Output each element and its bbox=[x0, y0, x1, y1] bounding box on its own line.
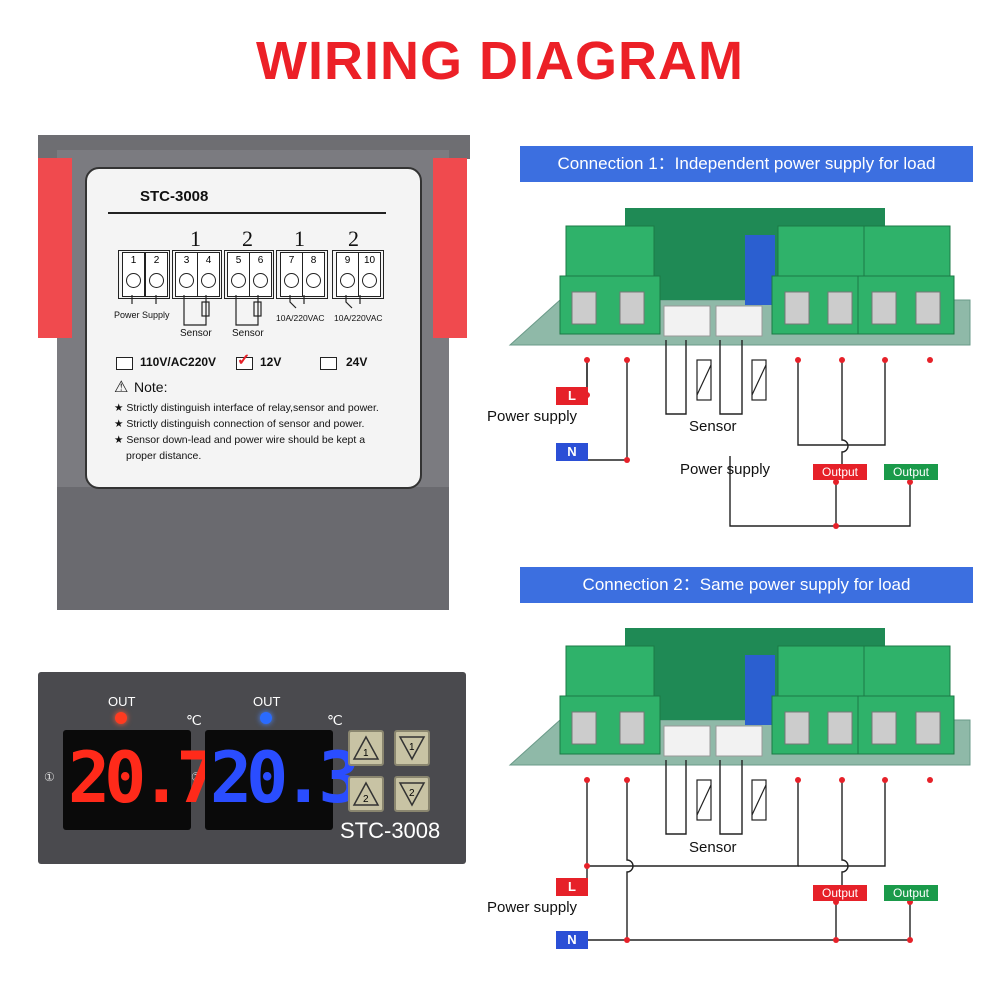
check-mark-icon: ✓ bbox=[237, 352, 251, 369]
line-tag-L: L bbox=[556, 387, 588, 405]
label-model: STC-3008 bbox=[140, 188, 209, 205]
note-line: ★ Strictly distinguish connection of sen… bbox=[114, 418, 365, 430]
unit-celsius-2: ℃ bbox=[327, 712, 343, 728]
label-sensor-1: Sensor bbox=[180, 328, 212, 339]
display-2 bbox=[205, 730, 333, 830]
group-number: 2 bbox=[242, 226, 253, 251]
output-tag-red: Output bbox=[813, 464, 867, 480]
svg-text:2: 2 bbox=[363, 794, 369, 805]
terminal-group-sensor2 bbox=[224, 250, 274, 299]
label-relay-1: 10A/220VAC bbox=[276, 313, 325, 323]
output-tag-red: Output bbox=[813, 885, 867, 901]
label-relay-2: 10A/220VAC bbox=[334, 313, 383, 323]
left-mounting-clip bbox=[38, 158, 72, 338]
svg-text:1: 1 bbox=[409, 742, 415, 753]
output-tag-green: Output bbox=[884, 464, 938, 480]
out-label-2: OUT bbox=[253, 694, 281, 709]
out-indicator-red bbox=[115, 712, 127, 724]
up-arrow-icon: 2 bbox=[352, 781, 380, 806]
terminal: 1 bbox=[122, 252, 145, 297]
terminal-group-power bbox=[118, 250, 170, 299]
group-number: 2 bbox=[348, 226, 359, 251]
key-1-down[interactable]: 1 bbox=[394, 730, 430, 766]
wiring-label bbox=[85, 167, 422, 489]
terminal: 6 bbox=[249, 252, 272, 297]
neutral-tag-N: N bbox=[556, 443, 588, 461]
neutral-tag-N: N bbox=[556, 931, 588, 949]
page-title: WIRING DIAGRAM bbox=[256, 31, 744, 91]
up-arrow-icon: 1 bbox=[352, 735, 380, 760]
key-1-up[interactable]: 1 bbox=[348, 730, 384, 766]
label-divider bbox=[108, 212, 386, 214]
terminal-group-relay2 bbox=[332, 250, 384, 299]
unit-celsius-1: ℃ bbox=[186, 712, 202, 728]
voltage-checkbox bbox=[116, 357, 133, 370]
key-2-down[interactable]: 2 bbox=[394, 776, 430, 812]
terminal-group-sensor1 bbox=[172, 250, 222, 299]
load-power-supply-label: Power supply bbox=[680, 461, 771, 478]
display-2-value: 20.3 bbox=[210, 737, 361, 819]
output-tag-green: Output bbox=[884, 885, 938, 901]
group-number: 1 bbox=[294, 226, 305, 251]
note-line: ★ Strictly distinguish interface of rela… bbox=[114, 402, 379, 414]
sensor-label: Sensor bbox=[689, 839, 737, 856]
display-1-value: 20.7 bbox=[68, 737, 219, 819]
note-title: Note: bbox=[134, 379, 168, 395]
voltage-option: 24V bbox=[346, 355, 368, 369]
group-number: 1 bbox=[190, 226, 201, 251]
down-arrow-icon: 1 bbox=[398, 736, 426, 761]
voltage-option: 12V bbox=[260, 355, 282, 369]
out-label-1: OUT bbox=[108, 694, 136, 709]
power-supply-label: Power supply bbox=[487, 899, 578, 916]
terminal: 5 bbox=[227, 252, 250, 297]
voltage-checkbox bbox=[320, 357, 337, 370]
connection-2-banner: Connection 2：Same power supply for load bbox=[520, 567, 973, 603]
terminal: 4 bbox=[197, 252, 220, 297]
voltage-option: 110V/AC220V bbox=[140, 355, 217, 369]
label-sensor-2: Sensor bbox=[232, 328, 264, 339]
note-line: proper distance. bbox=[126, 450, 202, 462]
terminal: 8 bbox=[302, 252, 325, 297]
connection-1-banner: Connection 1：Independent power supply fo… bbox=[520, 146, 973, 182]
terminal-group-relay1 bbox=[276, 250, 328, 299]
note-line: ★ Sensor down-lead and power wire should… bbox=[114, 434, 366, 446]
connection-2-diagram bbox=[508, 628, 971, 943]
display-1 bbox=[63, 730, 191, 830]
power-supply-label: Power supply bbox=[487, 408, 578, 425]
line-tag-L: L bbox=[556, 878, 588, 896]
terminal: 10 bbox=[358, 252, 381, 297]
svg-text:2: 2 bbox=[409, 788, 415, 799]
channel-1-marker: ① bbox=[44, 770, 55, 784]
connection-1-diagram bbox=[508, 208, 971, 529]
right-mounting-clip bbox=[433, 158, 467, 338]
label-wiring-sketch bbox=[131, 295, 361, 326]
down-arrow-icon: 2 bbox=[398, 782, 426, 807]
front-model-label: STC-3008 bbox=[340, 818, 441, 843]
key-2-up[interactable]: 2 bbox=[348, 776, 384, 812]
svg-text:1: 1 bbox=[363, 748, 369, 759]
label-power-supply: Power Supply bbox=[114, 310, 170, 320]
voltage-checkbox-checked bbox=[236, 357, 253, 370]
out-indicator-blue bbox=[260, 712, 272, 724]
device-lower-body bbox=[57, 487, 449, 610]
sensor-label: Sensor bbox=[689, 418, 737, 435]
channel-2-marker: ② bbox=[191, 770, 202, 784]
warning-icon: ⚠ bbox=[114, 379, 129, 396]
